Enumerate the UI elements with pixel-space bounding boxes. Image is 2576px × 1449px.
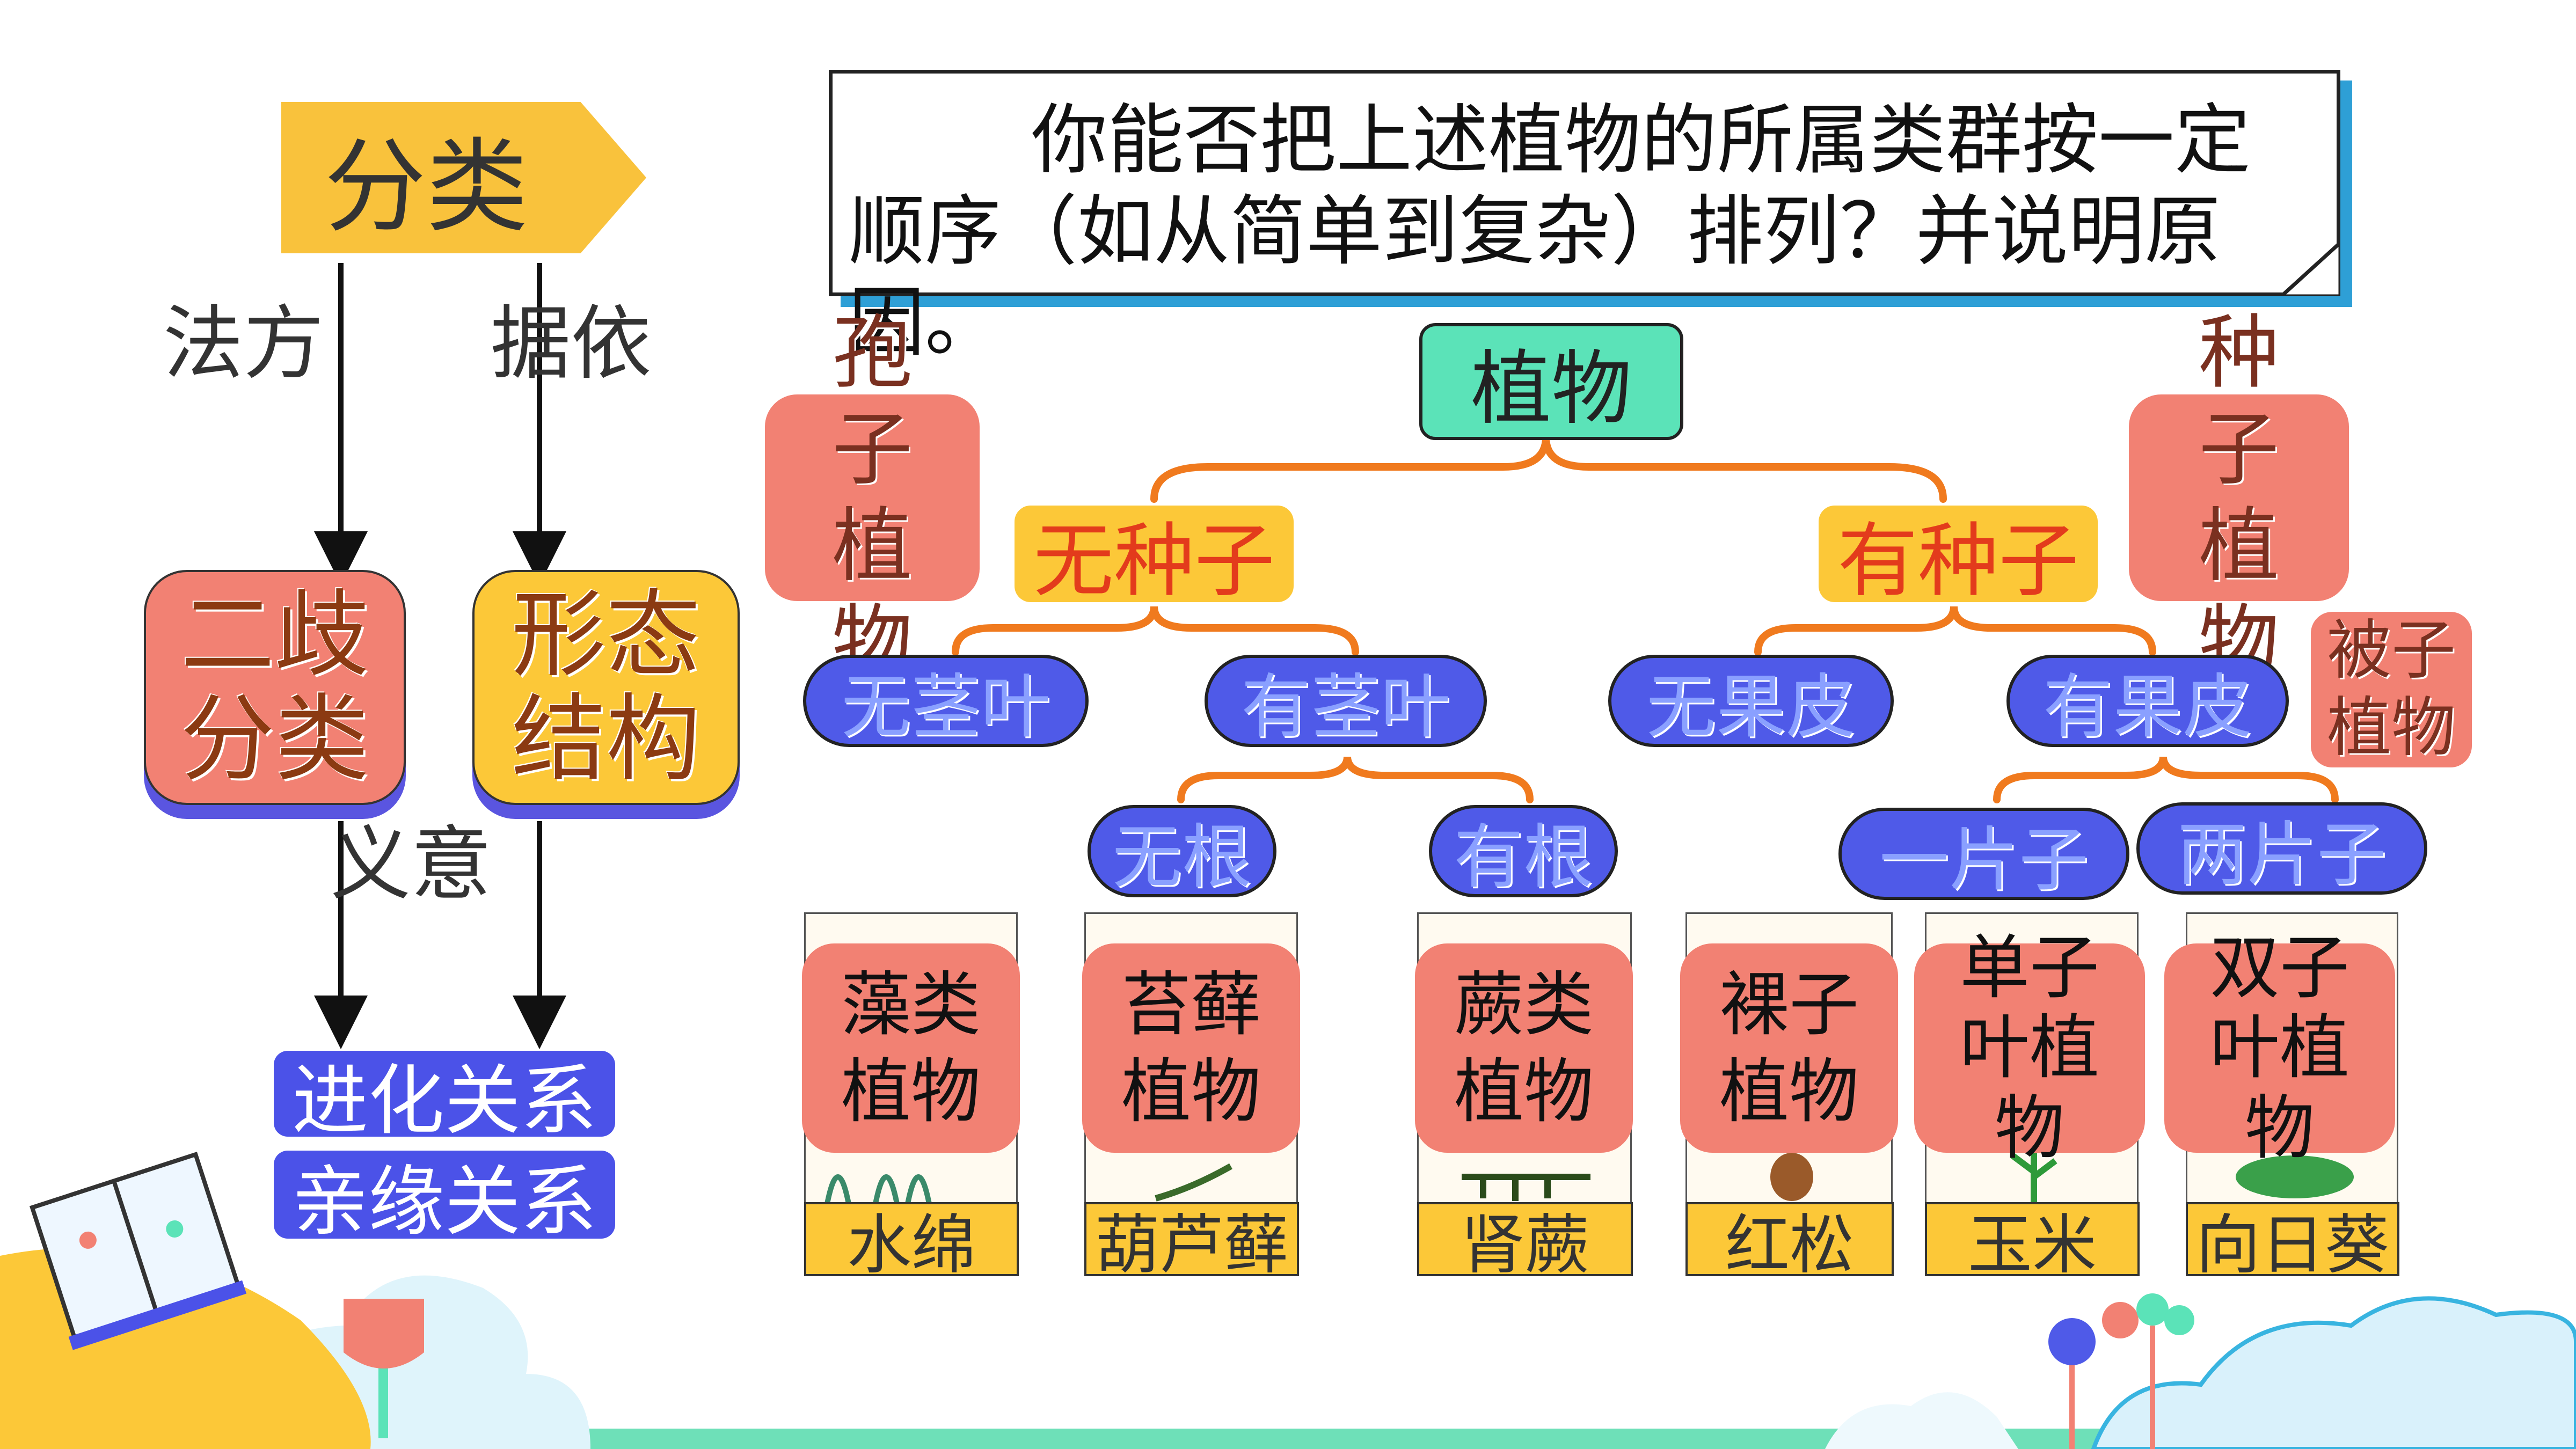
fern-illustration <box>1462 1174 1590 1201</box>
angiosperm-label: 被子植物 <box>2327 613 2456 765</box>
gymnosperm-tag: 裸子植物 <box>1680 943 1898 1153</box>
spore-plants-tag: 孢子植物 <box>765 306 980 690</box>
moss-group-label: 苔藓植物 <box>1121 963 1261 1133</box>
fern-tag: 蕨类植物 <box>1415 943 1633 1153</box>
spore-plants-label: 孢子植物 <box>831 306 913 690</box>
dicot-label: 双子叶植物 <box>2209 926 2349 1169</box>
plant-name-corn: 玉米 <box>1925 1202 2140 1283</box>
kinship-pill-label: 亲缘关系 <box>292 1158 597 1246</box>
dicot-tag: 双子叶植物 <box>2164 927 2395 1168</box>
kinship-pill: 亲缘关系 <box>274 1151 615 1246</box>
dichotomous-card: 二歧分类 <box>144 570 406 805</box>
dichotomous-card-label: 二歧分类 <box>180 580 369 794</box>
moss-tag: 苔藓植物 <box>1082 943 1300 1153</box>
seed-plants-tag: 种子植物 <box>2129 306 2349 690</box>
corn-illustration <box>2010 1150 2057 1204</box>
no-stem-leaf-label: 无茎叶 <box>841 666 1050 748</box>
method-label: 方法 <box>149 301 323 429</box>
no-root-node: 无根 <box>1088 805 1276 898</box>
has-stem-leaf-node: 有茎叶 <box>1205 655 1487 748</box>
page-curl-icon <box>2281 243 2340 296</box>
algae-tag: 藻类植物 <box>802 943 1020 1153</box>
has-root-node: 有根 <box>1429 805 1618 898</box>
korean-pine-name: 红松 <box>1725 1208 1854 1283</box>
funaria-name: 葫芦藓 <box>1095 1208 1288 1283</box>
plant-name-spirogyra: 水绵 <box>804 1202 1019 1283</box>
nephrolepis-name: 肾蕨 <box>1461 1208 1589 1283</box>
corn-name: 玉米 <box>1968 1208 2097 1283</box>
root-node-label: 植物 <box>1470 342 1632 436</box>
spirogyra-name: 水绵 <box>847 1208 976 1283</box>
root-node: 植物 <box>1419 323 1683 440</box>
two-cotyledon-node: 两片子 <box>2136 802 2427 895</box>
two-cotyledon-label: 两片子 <box>2177 814 2387 895</box>
monocot-label: 单子叶植物 <box>1959 926 2099 1169</box>
has-stem-leaf-label: 有茎叶 <box>1240 666 1450 748</box>
no-pericarp-node: 无果皮 <box>1608 655 1894 748</box>
no-seed-node: 无种子 <box>1015 506 1294 608</box>
gymnosperm-label: 裸子植物 <box>1719 963 1859 1133</box>
question-text: 你能否把上述植物的所属类群按一定顺序（如从简单到复杂）排列？并说明原因。 <box>849 96 2251 367</box>
plant-name-funaria: 葫芦藓 <box>1084 1202 1299 1283</box>
no-root-label: 无根 <box>1112 816 1252 898</box>
has-seed-label: 有种子 <box>1837 514 2079 608</box>
no-stem-leaf-node: 无茎叶 <box>803 655 1089 748</box>
sunflower-illustration <box>2236 1155 2354 1198</box>
angiosperm-tag: 被子植物 <box>2311 612 2472 767</box>
evolution-pill-label: 进化关系 <box>292 1057 597 1145</box>
has-pericarp-node: 有果皮 <box>2006 655 2289 748</box>
pine-cone-illustration <box>1770 1153 1813 1201</box>
no-pericarp-label: 无果皮 <box>1646 666 1856 748</box>
plant-name-sunflower: 向日葵 <box>2186 1202 2399 1283</box>
evolution-pill: 进化关系 <box>274 1051 615 1145</box>
has-pericarp-label: 有果皮 <box>2042 666 2252 748</box>
meaning-label: 意义 <box>317 821 491 950</box>
morphology-card: 形态结构 <box>472 570 740 805</box>
monocot-tag: 单子叶植物 <box>1914 927 2145 1168</box>
basis-label: 依据 <box>477 301 651 429</box>
algae-label: 藻类植物 <box>841 963 981 1133</box>
question-box: 你能否把上述植物的所属类群按一定顺序（如从简单到复杂）排列？并说明原因。 <box>829 70 2340 367</box>
tree-connectors <box>952 437 2339 803</box>
no-seed-label: 无种子 <box>1033 514 1275 608</box>
moss-illustration <box>1155 1163 1232 1202</box>
left-arrows <box>314 263 566 1049</box>
one-cotyledon-label: 一片子 <box>1879 819 2089 901</box>
spirogyra-illustration <box>824 1174 932 1204</box>
plant-name-nephrolepis: 肾蕨 <box>1417 1202 1633 1283</box>
one-cotyledon-node: 一片子 <box>1838 808 2129 901</box>
banner-label: 分类 <box>324 127 528 246</box>
plant-name-korean-pine: 红松 <box>1685 1202 1894 1283</box>
has-seed-node: 有种子 <box>1819 506 2098 608</box>
sunflower-name: 向日葵 <box>2196 1208 2389 1283</box>
seed-plants-label: 种子植物 <box>2198 306 2279 690</box>
has-root-label: 有根 <box>1453 816 1593 898</box>
morphology-card-label: 形态结构 <box>511 580 700 794</box>
fern-group-label: 蕨类植物 <box>1454 963 1594 1133</box>
classification-banner: 分类 <box>281 102 646 253</box>
